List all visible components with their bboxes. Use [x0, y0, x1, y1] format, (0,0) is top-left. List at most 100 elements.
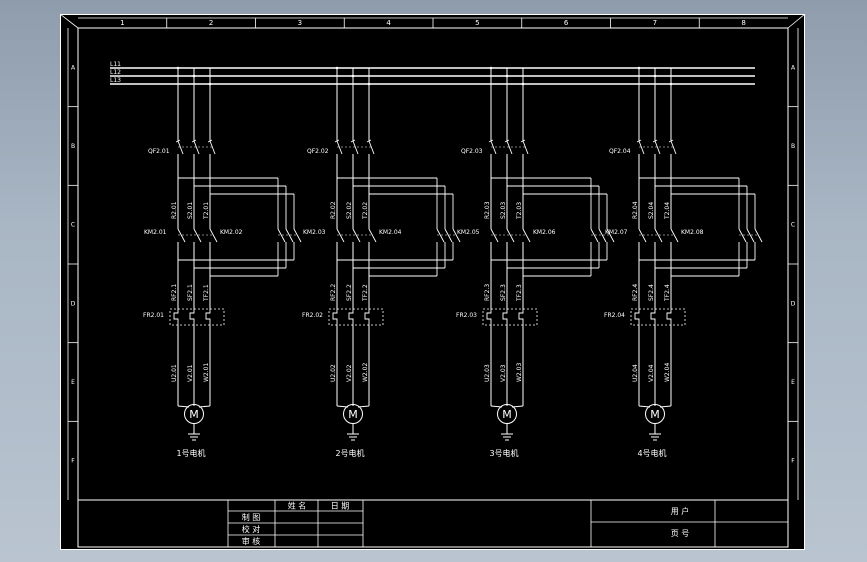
wire-label: W2.01 [203, 363, 210, 382]
wire-label: R2.03 [484, 201, 491, 219]
bus-line-label: L12 [110, 69, 121, 76]
wire-label: T2.02 [362, 202, 369, 220]
wire-label: U2.02 [330, 364, 337, 382]
relay-label: FR2.01 [143, 312, 164, 319]
wire-label: TF2.2 [362, 284, 369, 302]
wire-label: R2.01 [171, 201, 178, 219]
wire-label: S2.01 [187, 202, 194, 219]
column-label: 3 [298, 19, 302, 27]
motor-letter: M [348, 408, 358, 421]
wire-label: SF2.1 [187, 284, 194, 301]
title-block: 姓 名 日 期 制 图 校 对 审 核 用 户 页 号 [78, 499, 788, 547]
wire-label: W2.02 [362, 363, 369, 382]
wire-label: R2.02 [330, 201, 337, 219]
wire-label: RF2.2 [330, 284, 337, 301]
wire-label: W2.04 [664, 363, 671, 382]
contactor-a-label: KM2.01 [144, 229, 167, 236]
column-markers: 1 2 3 4 5 6 7 8 [120, 18, 746, 28]
wire-label: S2.04 [648, 202, 655, 219]
bus-line-label: L11 [110, 61, 121, 68]
relay-label: FR2.04 [604, 312, 625, 319]
column-label: 5 [475, 19, 479, 27]
motor-caption: 1号电机 [176, 448, 205, 458]
wire-label: TF2.1 [203, 284, 210, 302]
wire-label: SF2.3 [500, 284, 507, 301]
row-label-left: E [71, 379, 75, 386]
wire-label: TF2.3 [516, 284, 523, 302]
row-label-right: B [791, 143, 795, 150]
row-label-right: A [791, 64, 796, 71]
relay-label: FR2.03 [456, 312, 477, 319]
relay-box [630, 308, 686, 326]
relay-box [169, 308, 225, 326]
contactor-b-label: KM2.08 [681, 229, 704, 236]
wire-label: W2.03 [516, 363, 523, 382]
row-label-right: D [791, 300, 796, 307]
wire-label: T2.03 [516, 202, 523, 220]
wire-label: RF2.1 [171, 284, 178, 301]
row-label-right: E [791, 379, 795, 386]
column-label: 6 [564, 19, 569, 27]
row-label-left: C [71, 222, 75, 229]
motor-caption: 4号电机 [637, 448, 666, 458]
column-label: 7 [653, 19, 657, 27]
inner-frame [77, 27, 789, 548]
breaker-label: QF2.04 [609, 148, 631, 155]
breaker-label: QF2.02 [307, 148, 329, 155]
wire-label: TF2.4 [664, 284, 671, 302]
bus-line-label: L13 [110, 77, 121, 84]
row-label-left: D [71, 300, 76, 307]
row-approved: 审 核 [242, 536, 261, 546]
wire-label: V2.04 [648, 364, 655, 382]
wire-label: SF2.2 [346, 284, 353, 301]
wire-label: V2.01 [187, 364, 194, 382]
wire-label: SF2.4 [648, 284, 655, 301]
date-header: 日 期 [331, 502, 350, 511]
column-label: 8 [741, 19, 745, 27]
contactor-a-label: KM2.07 [605, 229, 628, 236]
row-label-left: A [71, 64, 76, 71]
name-header: 姓 名 [288, 501, 307, 511]
motor-letter: M [650, 408, 660, 421]
wire-label: U2.04 [632, 364, 639, 382]
wire-label: U2.01 [171, 364, 178, 382]
contactor-b-label: KM2.04 [379, 229, 402, 236]
wire-label: U2.03 [484, 364, 491, 382]
wire-label: RF2.4 [632, 284, 639, 301]
row-label-left: F [71, 458, 75, 465]
relay-label: FR2.02 [302, 312, 323, 319]
wire-label: V2.03 [500, 364, 507, 382]
row-label-right: C [791, 222, 795, 229]
column-label: 4 [386, 19, 391, 27]
relay-box [482, 308, 538, 326]
wire-label: V2.02 [346, 364, 353, 382]
contactor-a-label: KM2.03 [303, 229, 326, 236]
breaker-label: QF2.03 [461, 148, 483, 155]
motor-caption: 2号电机 [335, 448, 364, 458]
row-label-right: F [791, 458, 795, 465]
column-label: 1 [120, 19, 124, 27]
motor-letter: M [502, 408, 512, 421]
page-label: 页 号 [671, 529, 690, 538]
outer-frame [60, 14, 805, 550]
wire-label: S2.03 [500, 202, 507, 219]
contactor-a-label: KM2.05 [457, 229, 480, 236]
relay-box [328, 308, 384, 326]
breaker-label: QF2.01 [148, 148, 170, 155]
wire-label: T2.01 [203, 202, 210, 220]
wire-label: S2.02 [346, 202, 353, 219]
wire-label: R2.04 [632, 201, 639, 219]
contactor-b-label: KM2.06 [533, 229, 556, 236]
row-checked: 校 对 [242, 524, 261, 534]
column-label: 2 [209, 19, 213, 27]
motor-caption: 3号电机 [489, 448, 518, 458]
